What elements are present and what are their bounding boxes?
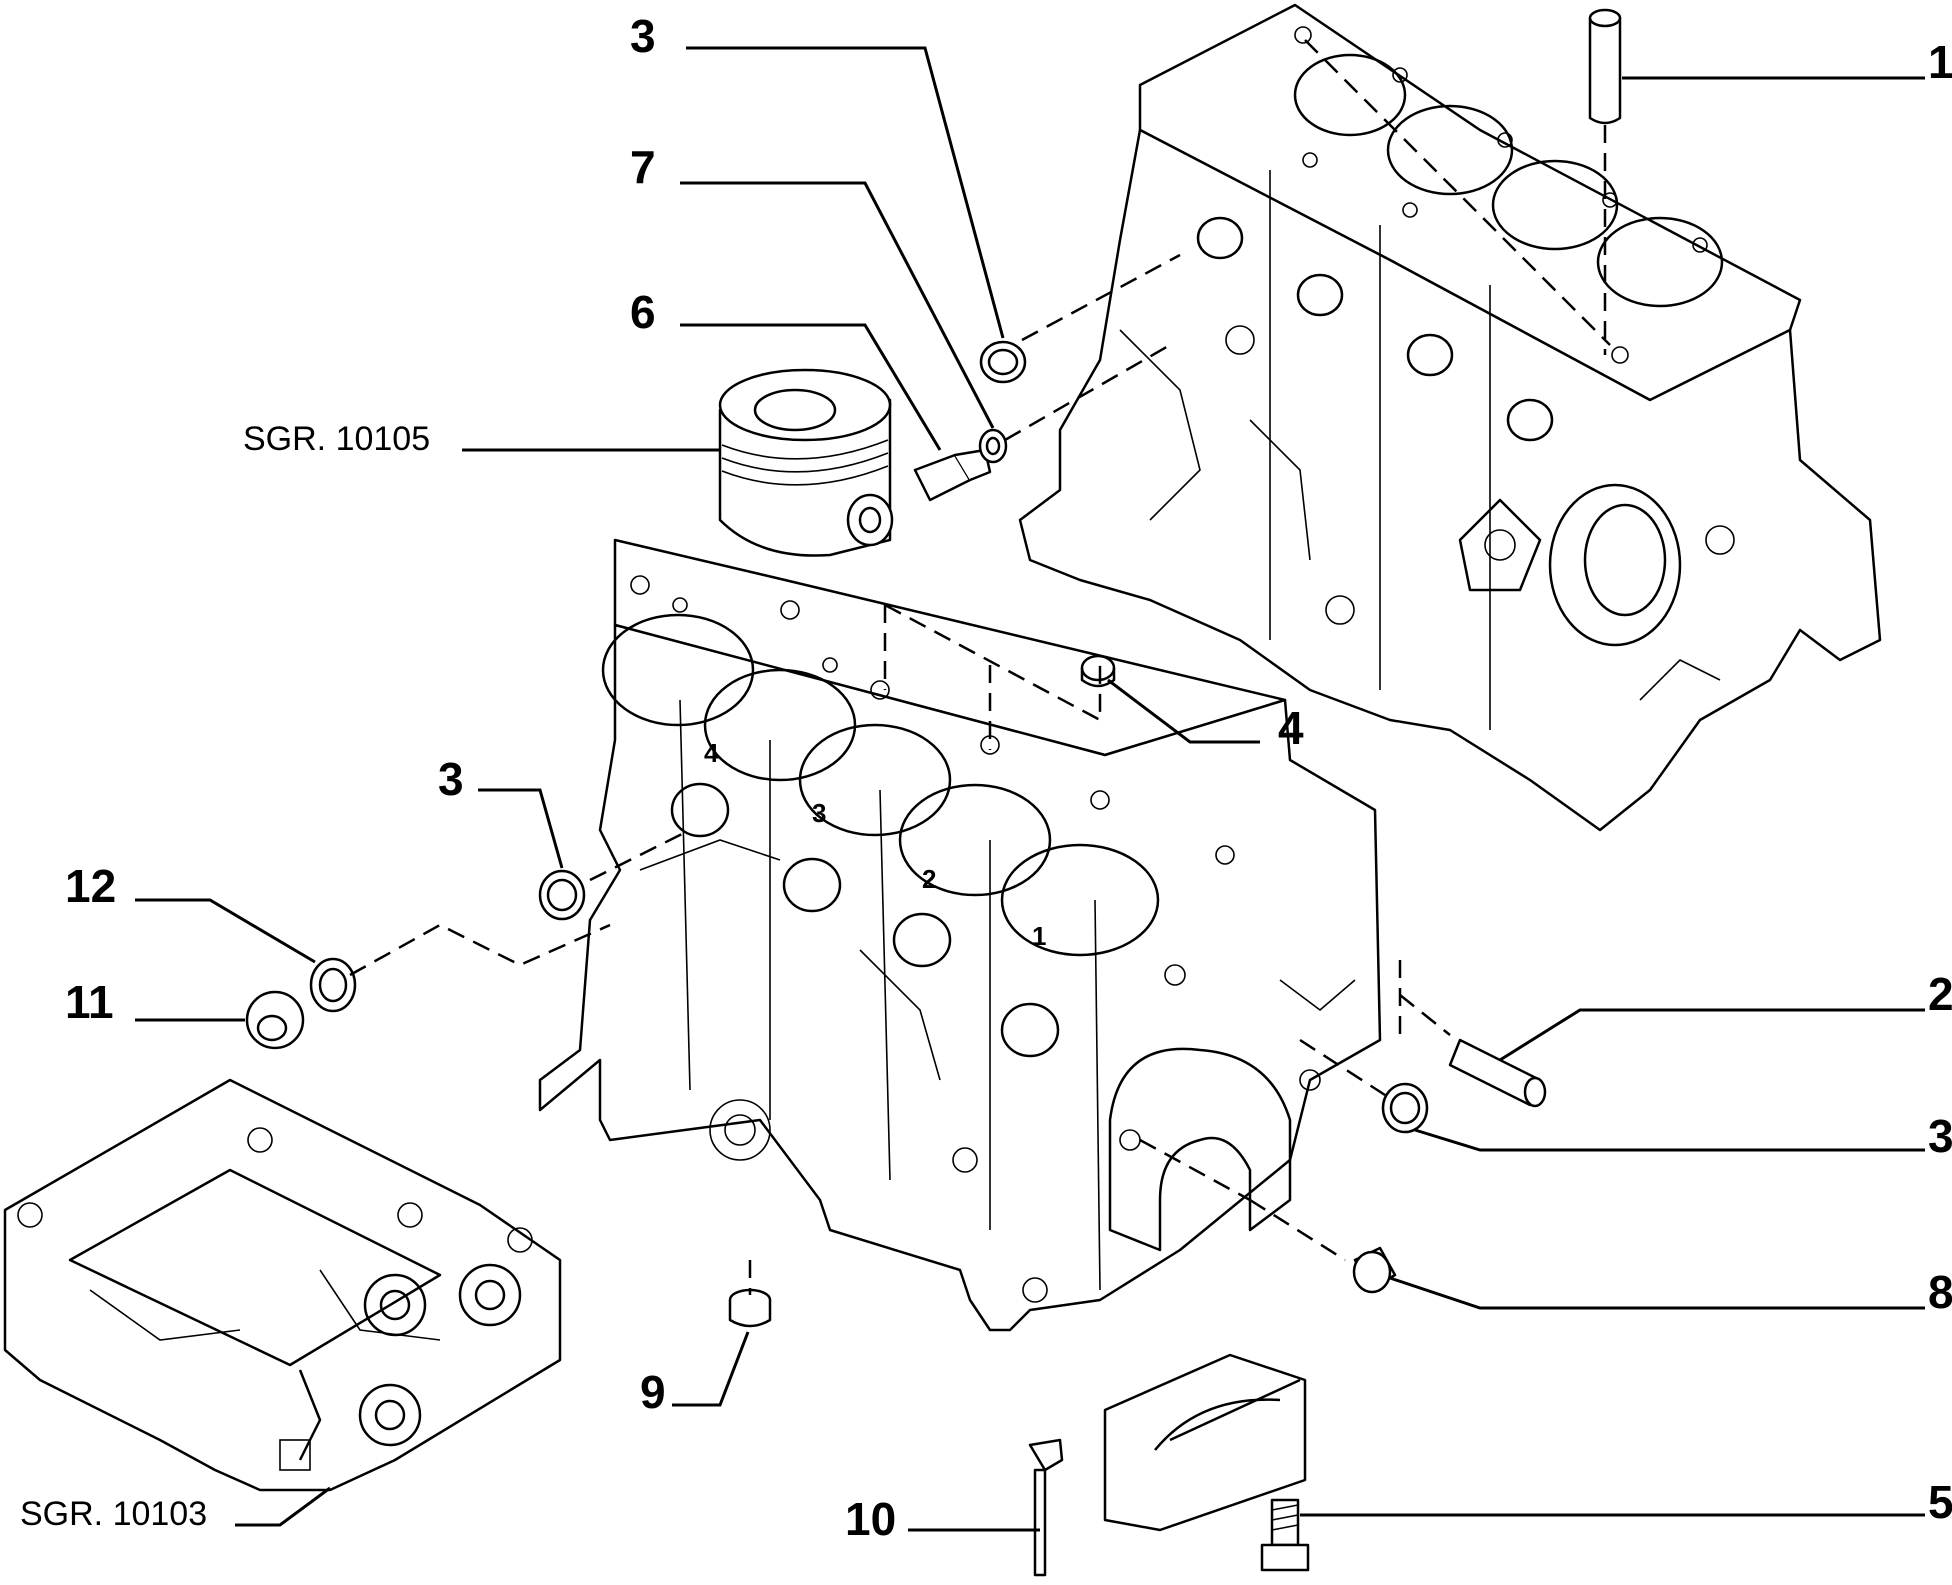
main-bearing-caps (1103, 1353, 1307, 1532)
cylinder-number-2: 2 (922, 864, 936, 894)
assembly-dashed-lines (349, 39, 1611, 1295)
callout-5: 5 (1928, 1476, 1952, 1528)
callout-11: 11 (65, 976, 114, 1028)
callout-4: 4 (1278, 702, 1304, 754)
callout-8: 8 (1928, 1266, 1952, 1318)
piston-illustration (718, 368, 894, 557)
drain-plug-8 (1352, 1246, 1397, 1294)
seal-ring-12 (309, 957, 357, 1013)
callout-6: 6 (630, 286, 656, 338)
dowel-pin-2 (1448, 1038, 1547, 1108)
expansion-plug-middle (538, 869, 586, 921)
plug-9 (728, 1288, 772, 1328)
oil-pump-frame-illustration (3, 1078, 562, 1492)
cylinder-number-1: 1 (1032, 921, 1046, 951)
callout-12: 12 (65, 860, 116, 912)
reference-piston: SGR. 10105 (243, 420, 430, 458)
callout-3-upper: 3 (630, 10, 656, 62)
dipstick-10 (1028, 1438, 1064, 1577)
threaded-plug-6 (913, 448, 992, 502)
callout-3-lower: 3 (1928, 1110, 1952, 1162)
plug-11 (245, 990, 305, 1050)
dowel-pin-1 (1588, 8, 1622, 125)
plug-4 (1080, 654, 1116, 688)
engine-block-front-view (538, 538, 1382, 1332)
reference-oil-pump-frame: SGR. 10103 (20, 1495, 207, 1533)
callout-3-middle: 3 (438, 753, 464, 805)
bolt-5 (1260, 1498, 1310, 1572)
callout-9: 9 (640, 1366, 666, 1418)
callout-10: 10 (845, 1493, 896, 1545)
expansion-plug-lower (1381, 1082, 1429, 1134)
callout-1: 1 (1928, 36, 1952, 88)
callout-7: 7 (630, 141, 656, 193)
expansion-plug-upper (979, 340, 1027, 384)
engine-block-rear-view (1018, 3, 1882, 832)
cylinder-number-3: 3 (812, 798, 826, 828)
washer-7 (978, 428, 1008, 464)
leader-lines (135, 46, 1925, 1532)
callout-2: 2 (1928, 968, 1952, 1020)
cylinder-number-4: 4 (704, 738, 719, 768)
